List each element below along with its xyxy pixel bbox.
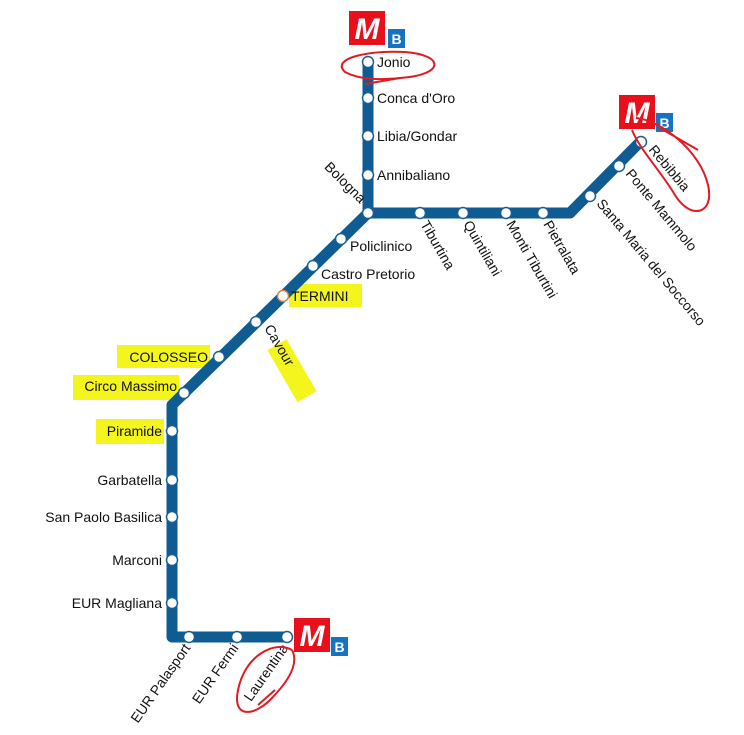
station-policlinico[interactable]: Policlinico bbox=[334, 232, 413, 255]
station-eur-magliana[interactable]: EUR Magliana bbox=[72, 595, 179, 611]
station-san-paolo-basilica[interactable]: San Paolo Basilica bbox=[45, 509, 179, 525]
svg-text:Conca d'Oro: Conca d'Oro bbox=[377, 90, 455, 106]
svg-text:EUR Magliana: EUR Magliana bbox=[72, 595, 162, 611]
station-santa-maria-del-soccorso[interactable]: Santa Maria del Soccorso bbox=[583, 189, 710, 329]
svg-text:M: M bbox=[625, 97, 651, 130]
svg-text:M: M bbox=[355, 13, 381, 46]
red-annotation-marks bbox=[236, 50, 711, 713]
station-conca-doro[interactable]: Conca d'Oro bbox=[361, 90, 456, 106]
svg-text:Marconi: Marconi bbox=[112, 552, 162, 568]
station-garbatella[interactable]: Garbatella bbox=[97, 472, 179, 488]
station-castro-pretorio[interactable]: Castro Pretorio bbox=[306, 259, 416, 283]
station-marconi[interactable]: Marconi bbox=[112, 552, 179, 568]
station-annibaliano[interactable]: Annibaliano bbox=[361, 167, 451, 183]
svg-text:Tiburtina: Tiburtina bbox=[417, 218, 458, 273]
metro-logo-rebibbia: M B bbox=[619, 95, 673, 132]
svg-text:Quintiliani: Quintiliani bbox=[460, 218, 505, 279]
svg-text:Bologna: Bologna bbox=[322, 158, 370, 206]
metro-logo-jonio: M B bbox=[349, 11, 405, 48]
station-termini[interactable]: TERMINI bbox=[276, 288, 349, 304]
svg-text:TERMINI: TERMINI bbox=[291, 288, 349, 304]
station-colosseo[interactable]: COLOSSEO bbox=[129, 349, 226, 365]
svg-text:Annibaliano: Annibaliano bbox=[377, 167, 450, 183]
station-piramide[interactable]: Piramide bbox=[107, 423, 179, 439]
svg-text:Jonio: Jonio bbox=[377, 54, 411, 70]
svg-text:Circo Massimo: Circo Massimo bbox=[84, 378, 177, 394]
svg-text:COLOSSEO: COLOSSEO bbox=[129, 349, 208, 365]
svg-text:Garbatella: Garbatella bbox=[97, 472, 162, 488]
svg-text:EUR Fermi: EUR Fermi bbox=[189, 641, 242, 707]
svg-text:Policlinico: Policlinico bbox=[350, 238, 412, 254]
svg-text:M: M bbox=[300, 620, 326, 653]
svg-text:San Paolo Basilica: San Paolo Basilica bbox=[45, 509, 162, 525]
svg-text:Piramide: Piramide bbox=[107, 423, 162, 439]
svg-text:Libia/Gondar: Libia/Gondar bbox=[377, 128, 458, 144]
station-eur-palasport[interactable]: EUR Palasport bbox=[127, 630, 196, 726]
metro-logo-laurentina: M B bbox=[294, 618, 348, 656]
svg-text:B: B bbox=[391, 31, 401, 47]
station-libia-gondar[interactable]: Libia/Gondar bbox=[361, 128, 458, 144]
svg-text:Castro Pretorio: Castro Pretorio bbox=[321, 266, 415, 282]
svg-text:B: B bbox=[659, 115, 669, 131]
svg-text:Santa Maria del Soccorso: Santa Maria del Soccorso bbox=[594, 196, 709, 329]
station-eur-fermi[interactable]: EUR Fermi bbox=[189, 630, 244, 707]
station-circo-massimo[interactable]: Circo Massimo bbox=[84, 378, 191, 400]
svg-text:EUR Palasport: EUR Palasport bbox=[127, 640, 193, 725]
svg-text:B: B bbox=[334, 639, 344, 655]
station-jonio[interactable]: Jonio bbox=[361, 54, 411, 70]
highlights bbox=[73, 284, 362, 444]
